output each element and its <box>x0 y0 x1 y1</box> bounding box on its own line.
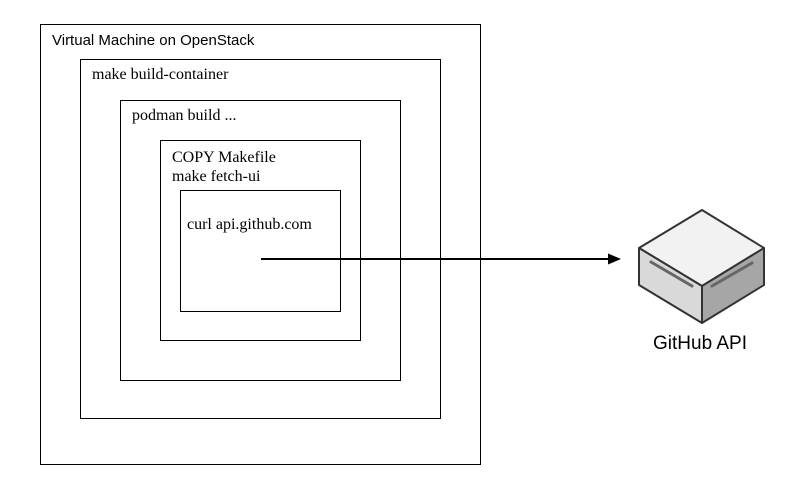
curl-label: curl api.github.com <box>187 216 312 233</box>
copy-makefile-label: COPY Makefile <box>172 149 276 166</box>
request-arrow <box>261 253 621 265</box>
make-build-container-label: make build-container <box>92 66 229 83</box>
github-api-label: GitHub API <box>653 333 747 354</box>
podman-build-label: podman build ... <box>132 107 237 124</box>
server-icon <box>638 209 765 324</box>
curl-box <box>180 190 341 312</box>
make-fetch-ui-label: make fetch-ui <box>172 168 261 185</box>
virtual-machine-label: Virtual Machine on OpenStack <box>52 32 255 49</box>
request-arrow-head <box>608 253 621 265</box>
